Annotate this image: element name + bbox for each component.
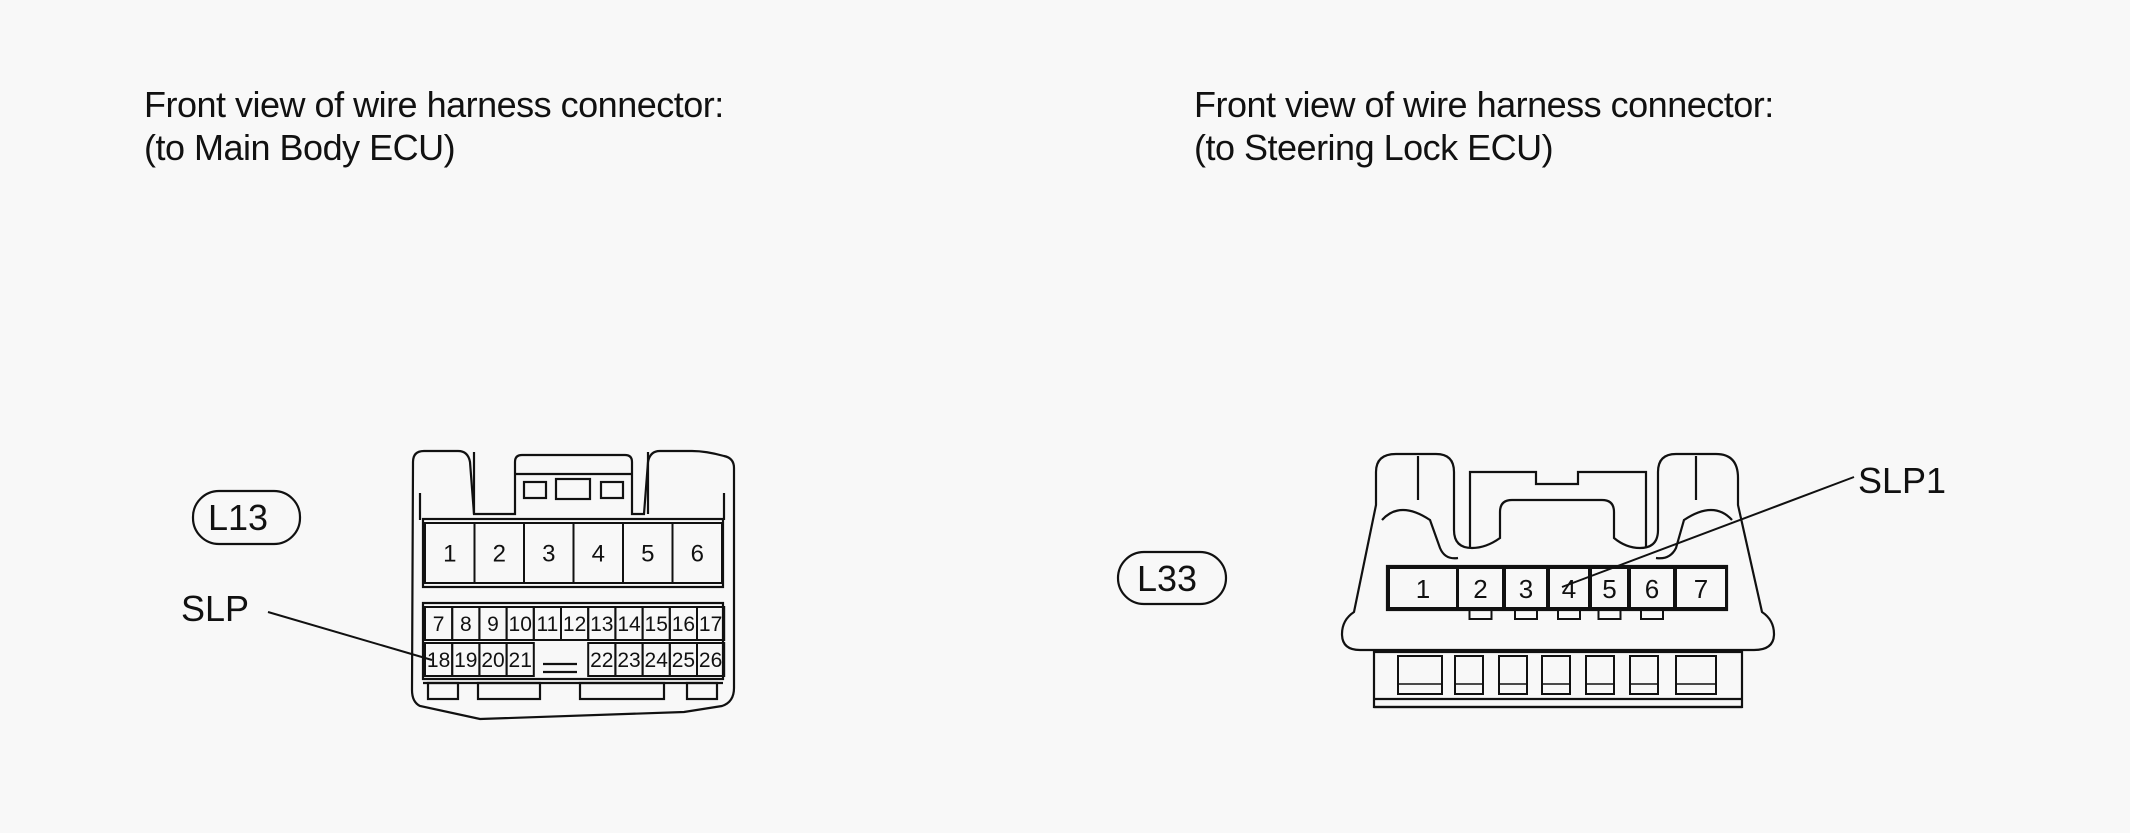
right-caption-line2: (to Steering Lock ECU) xyxy=(1194,127,1554,168)
pin-number: 16 xyxy=(672,613,695,636)
pin-number: 18 xyxy=(427,649,450,672)
right-connector-id-oval xyxy=(1116,550,1228,606)
pin-number: 12 xyxy=(563,613,586,636)
pin-tab xyxy=(1597,609,1622,620)
pin-number: 2 xyxy=(1473,574,1487,604)
terminal-slot xyxy=(1585,655,1615,695)
pin-number: 7 xyxy=(1694,574,1708,604)
pin-cavity xyxy=(1548,567,1590,609)
pin-cavity xyxy=(696,606,726,641)
pin-number: 5 xyxy=(1602,574,1616,604)
pin-number: 6 xyxy=(1645,574,1659,604)
pin-number: 9 xyxy=(487,613,499,636)
pin-number: 7 xyxy=(433,613,445,636)
terminal-slot xyxy=(1498,655,1528,695)
pin-number: 3 xyxy=(542,541,555,568)
left-connector-id-oval xyxy=(191,489,302,546)
left-caption-line1: Front view of wire harness connector: xyxy=(144,84,724,125)
pin-number: 19 xyxy=(454,649,477,672)
pin-number: 22 xyxy=(590,649,613,672)
right-signal-label: SLP1 xyxy=(1858,460,1946,501)
right-terminals xyxy=(1397,655,1717,695)
left-caption-line2: (to Main Body ECU) xyxy=(144,127,456,168)
left-connector-body xyxy=(410,449,736,721)
left-signal-label: SLP xyxy=(181,588,249,629)
pin-number: 10 xyxy=(509,613,532,636)
pin-number: 26 xyxy=(699,649,722,672)
pin-number: 6 xyxy=(691,541,704,568)
pin-cavity xyxy=(696,642,726,677)
terminal-slot xyxy=(1675,655,1717,695)
terminal-slot xyxy=(1397,655,1443,695)
left-signal-leader-line xyxy=(267,611,433,661)
pin-number: 14 xyxy=(617,613,641,636)
pin-number: 23 xyxy=(617,649,640,672)
pin-number: 4 xyxy=(1562,574,1576,604)
pin-cavity xyxy=(671,522,723,584)
right-signal-leader-line xyxy=(1561,476,1855,588)
right-caption-line1: Front view of wire harness connector: xyxy=(1194,84,1774,125)
pin-tab xyxy=(1468,609,1493,620)
right-caption: Front view of wire harness connector: (t… xyxy=(1194,83,1774,169)
pin-cavity xyxy=(1457,567,1504,609)
left-connector-id: L13 xyxy=(208,497,268,538)
pin-cavity xyxy=(1590,567,1629,609)
pin-number: 4 xyxy=(592,541,605,568)
left-connector xyxy=(191,449,736,721)
pin-cavity xyxy=(1629,567,1675,609)
terminal-slot xyxy=(1454,655,1484,695)
pin-number: 3 xyxy=(1519,574,1533,604)
pin-number: 1 xyxy=(1416,574,1430,604)
pin-number: 20 xyxy=(481,649,504,672)
right-connector-id: L33 xyxy=(1137,558,1197,599)
pin-number: 17 xyxy=(699,613,722,636)
pin-number: 21 xyxy=(509,649,532,672)
pin-tab xyxy=(1640,609,1664,620)
pin-number: 25 xyxy=(672,649,695,672)
pin-number: 5 xyxy=(641,541,654,568)
pin-number: 1 xyxy=(443,541,456,568)
terminal-slot xyxy=(1629,655,1659,695)
left-caption: Front view of wire harness connector: (t… xyxy=(144,83,724,169)
pin-number: 15 xyxy=(645,613,668,636)
terminal-slot xyxy=(1541,655,1571,695)
right-connector-body xyxy=(1340,452,1776,652)
pin-tab xyxy=(1514,609,1538,620)
left-top-pins: 1 2 3 4 5 6 xyxy=(424,522,723,584)
pin-number: 2 xyxy=(493,541,506,568)
pin-cavity xyxy=(1504,567,1548,609)
pin-number: 24 xyxy=(645,649,669,672)
pin-number: 13 xyxy=(590,613,613,636)
pin-tab xyxy=(1557,609,1581,620)
pin-cavity xyxy=(505,642,535,677)
pin-number: 8 xyxy=(460,613,472,636)
pin-cavity xyxy=(1675,567,1727,609)
pin-number: 11 xyxy=(536,613,558,636)
